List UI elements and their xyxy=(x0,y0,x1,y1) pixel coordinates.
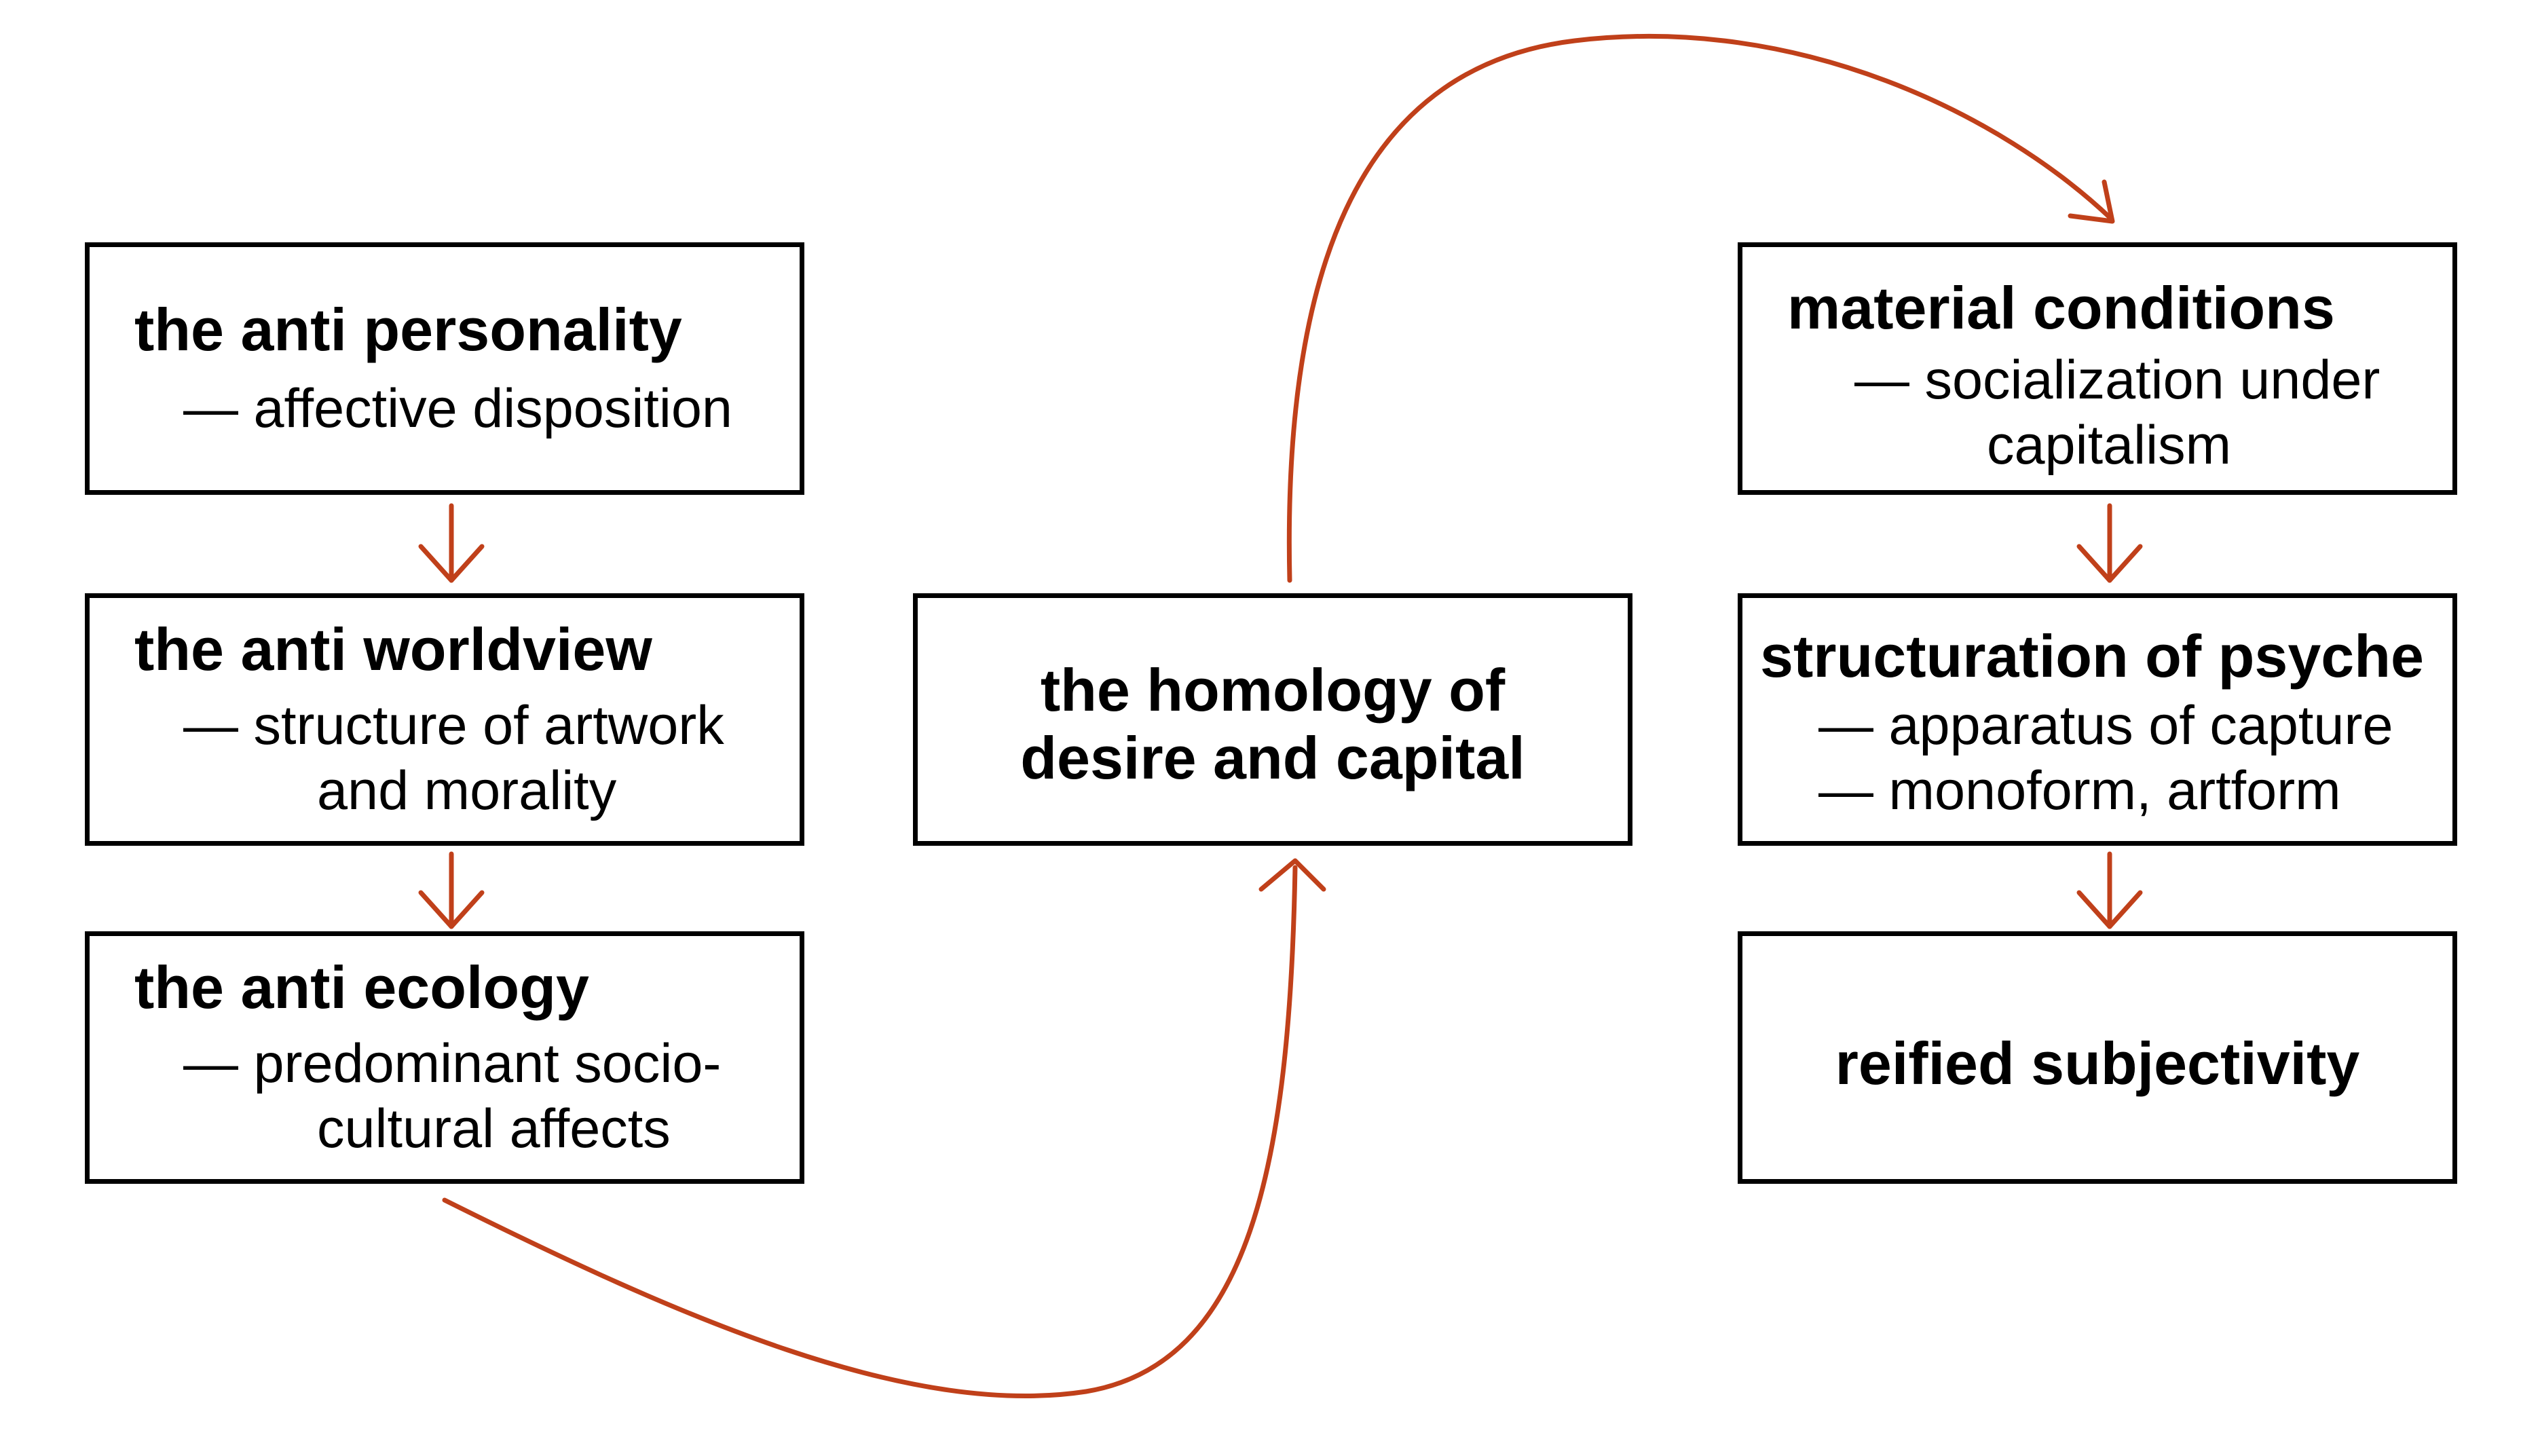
box-title: the anti worldview xyxy=(134,616,652,683)
box-material-conditions: material conditions — socialization unde… xyxy=(1738,242,2457,495)
box-subtitle-line1: — socialization under xyxy=(1854,350,2380,411)
box-title-line2: desire and capital xyxy=(1020,724,1525,791)
box-anti-ecology: the anti ecology — predominant socio- cu… xyxy=(85,931,804,1184)
box-reified-subjectivity: reified subjectivity xyxy=(1738,931,2457,1184)
box-anti-personality: the anti personality — affective disposi… xyxy=(85,242,804,495)
box-subtitle-line1: — apparatus of capture xyxy=(1818,695,2393,756)
box-subtitle-line1: — structure of artwork xyxy=(183,695,724,756)
box-title: the anti personality xyxy=(134,296,682,363)
box-title: material conditions xyxy=(1787,274,2335,341)
box-subtitle-line2: cultural affects xyxy=(317,1098,671,1159)
box-anti-worldview: the anti worldview — structure of artwor… xyxy=(85,593,804,846)
arrow-right-1-to-2 xyxy=(2076,503,2143,583)
box-homology: the homology of desire and capital xyxy=(913,593,1632,846)
box-subtitle-line1: — predominant socio- xyxy=(183,1033,722,1094)
box-title: structuration of psyche xyxy=(1760,622,2424,690)
arrow-left-2-to-3 xyxy=(418,851,485,929)
box-title: the anti ecology xyxy=(134,954,589,1021)
box-subtitle-line2: and morality xyxy=(317,760,617,821)
box-subtitle: — affective disposition xyxy=(183,378,732,439)
arrow-right-2-to-3 xyxy=(2076,851,2143,929)
box-title: reified subjectivity xyxy=(1835,1030,2360,1097)
arrow-left-1-to-2 xyxy=(418,503,485,583)
box-subtitle-line2: — monoform, artform xyxy=(1818,760,2341,821)
box-structuration-psyche: structuration of psyche — apparatus of c… xyxy=(1738,593,2457,846)
box-subtitle-line2: capitalism xyxy=(1987,415,2232,476)
box-title-line1: the homology of xyxy=(1040,656,1506,724)
